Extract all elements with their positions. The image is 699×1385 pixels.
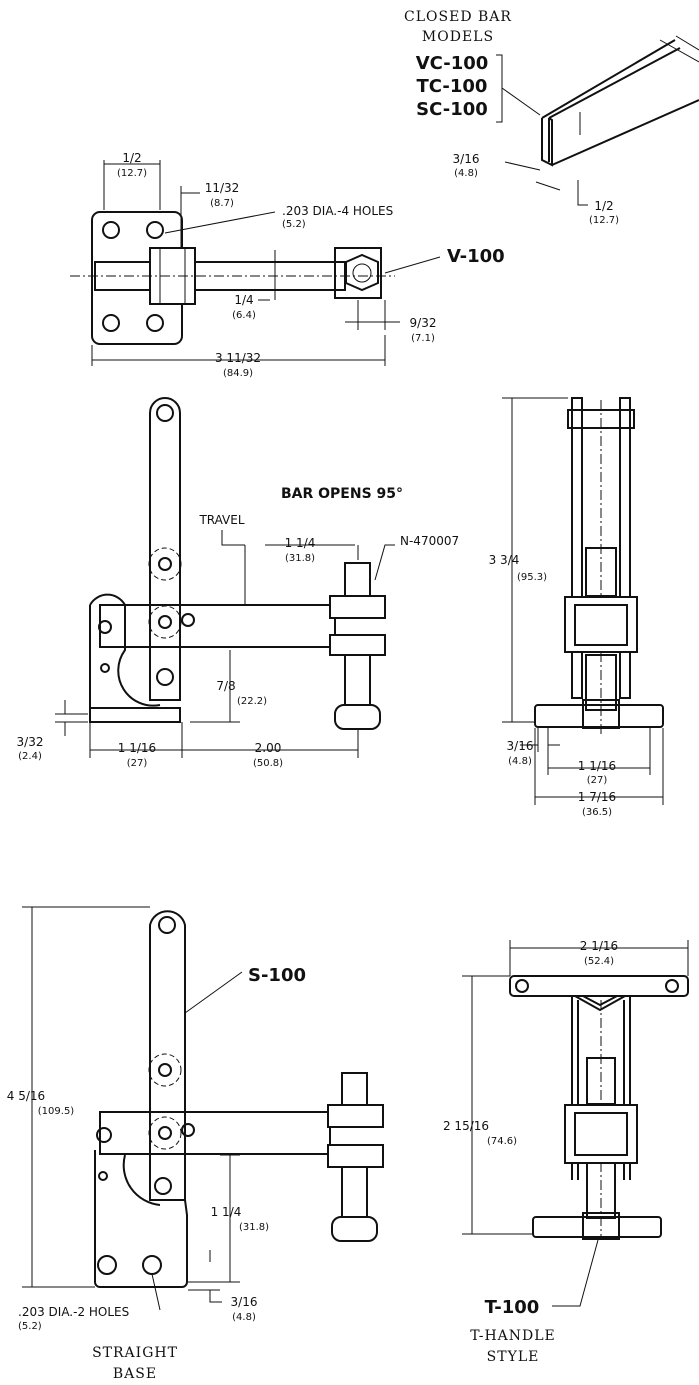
- closed-bar-model-sc: SC-100: [416, 99, 488, 120]
- closed-bar-section: CLOSED BAR MODELS VC-100 TC-100 SC-100 3…: [404, 9, 699, 226]
- th-dim-2-1-16-mm: (52.4): [584, 956, 614, 967]
- closed-bar-title-1: CLOSED BAR: [404, 9, 512, 25]
- end-dim-3-3-4: 3 3/4: [489, 553, 520, 567]
- th-dim-2-15-16-mm: (74.6): [487, 1136, 517, 1147]
- end-dim-1-1-16: 1 1/16: [578, 759, 616, 773]
- top-dim-overall-mm: (84.9): [223, 368, 253, 379]
- top-dim-1-4-mm: (6.4): [232, 310, 256, 321]
- sb-dim-1-1-4-mm: (31.8): [239, 1222, 269, 1233]
- side-dim-1-1-4-mm: (31.8): [285, 553, 315, 564]
- top-view-section: 1/2 (12.7) 11/32 (8.7) .203 DIA.-4 HOLES…: [70, 151, 505, 379]
- end-dim-3-3-4-mm: (95.3): [517, 572, 547, 583]
- closed-bar-dim-lines: [504, 161, 588, 206]
- t-handle-section: 2 1/16 (52.4) 2 15/16 (74.6) T-100 T-HAN…: [443, 939, 689, 1365]
- top-dim-1-4: 1/4: [234, 293, 253, 307]
- top-model-label: V-100: [447, 246, 505, 267]
- side-dim-7-8: 7/8: [216, 679, 235, 693]
- closed-bar-title-2: MODELS: [422, 29, 494, 45]
- end-view-section: 3 3/4 (95.3) 3/16 (4.8) 1 1/16 (27) 1 7/…: [489, 397, 664, 818]
- closed-bar-dim-3-16: 3/16: [453, 152, 480, 166]
- th-dim-2-1-16: 2 1/16: [580, 939, 618, 953]
- th-caption-1: T-HANDLE: [470, 1328, 556, 1344]
- closed-bar-model-vc: VC-100: [416, 53, 489, 74]
- sb-dim-4-5-16-mm: (109.5): [38, 1106, 75, 1117]
- top-dim-11-32-mm: (8.7): [210, 198, 234, 209]
- side-dim-3-32-mm: (2.4): [18, 751, 42, 762]
- top-dim-9-32: 9/32: [410, 316, 437, 330]
- sb-caption-2: BASE: [113, 1366, 157, 1382]
- model-leader: [501, 87, 541, 116]
- th-dim-2-15-16: 2 15/16: [443, 1119, 489, 1133]
- top-dim-overall: 3 11/32: [215, 351, 261, 365]
- top-holes-mm: (5.2): [282, 219, 306, 230]
- top-dim-9-32-mm: (7.1): [411, 333, 435, 344]
- top-dim-1-2-mm: (12.7): [117, 168, 147, 179]
- end-dim-1-7-16-mm: (36.5): [582, 807, 612, 818]
- sb-dim-3-16: 3/16: [231, 1295, 258, 1309]
- closed-bar-dim-1-2-mm: (12.7): [589, 215, 619, 226]
- straight-base-model: S-100: [248, 965, 306, 986]
- side-dim-1-1-4: 1 1/4: [285, 536, 316, 550]
- side-view-section: BAR OPENS 95° TRAVEL 1 1/4 (31.8) N-4700…: [17, 397, 459, 769]
- travel-label: TRAVEL: [198, 513, 244, 527]
- side-dim-2-00-mm: (50.8): [253, 758, 283, 769]
- sb-dim-3-16-mm: (4.8): [232, 1312, 256, 1323]
- side-dim-1-1-16: 1 1/16: [118, 741, 156, 755]
- th-model-label: T-100: [485, 1297, 540, 1318]
- side-dim-1-1-16-mm: (27): [127, 758, 148, 769]
- sb-dim-1-1-4: 1 1/4: [211, 1205, 242, 1219]
- top-dim-1-2: 1/2: [122, 151, 141, 165]
- closed-bar-model-tc: TC-100: [417, 76, 488, 97]
- end-dim-3-16: 3/16: [507, 739, 534, 753]
- side-dim-7-8-mm: (22.2): [237, 696, 267, 707]
- sb-dim-4-5-16: 4 5/16: [7, 1089, 45, 1103]
- top-holes-label: .203 DIA.-4 HOLES: [282, 204, 393, 218]
- end-dim-1-7-16: 1 7/16: [578, 790, 616, 804]
- closed-bar-dim-3-16-mm: (4.8): [454, 168, 478, 179]
- closed-bar-drawing: [541, 35, 699, 167]
- top-dim-11-32: 11/32: [205, 181, 240, 195]
- part-number-label: N-470007: [400, 534, 459, 548]
- straight-base-section: S-100 4 5/16 (109.5) 1 1/4 (31.8) 3/16 (…: [7, 906, 384, 1382]
- th-caption-2: STYLE: [487, 1349, 540, 1365]
- side-dim-2-00: 2.00: [255, 741, 282, 755]
- bar-opens-label: BAR OPENS 95°: [281, 486, 403, 502]
- closed-bar-dim-1-2: 1/2: [594, 199, 613, 213]
- side-dim-3-32: 3/32: [17, 735, 44, 749]
- sb-holes-label: .203 DIA.-2 HOLES: [18, 1305, 129, 1319]
- end-dim-3-16-mm: (4.8): [508, 756, 532, 767]
- sb-holes-mm: (5.2): [18, 1321, 42, 1332]
- end-dim-1-1-16-mm: (27): [587, 775, 608, 786]
- model-bracket: [496, 54, 503, 123]
- sb-caption-1: STRAIGHT: [92, 1345, 178, 1361]
